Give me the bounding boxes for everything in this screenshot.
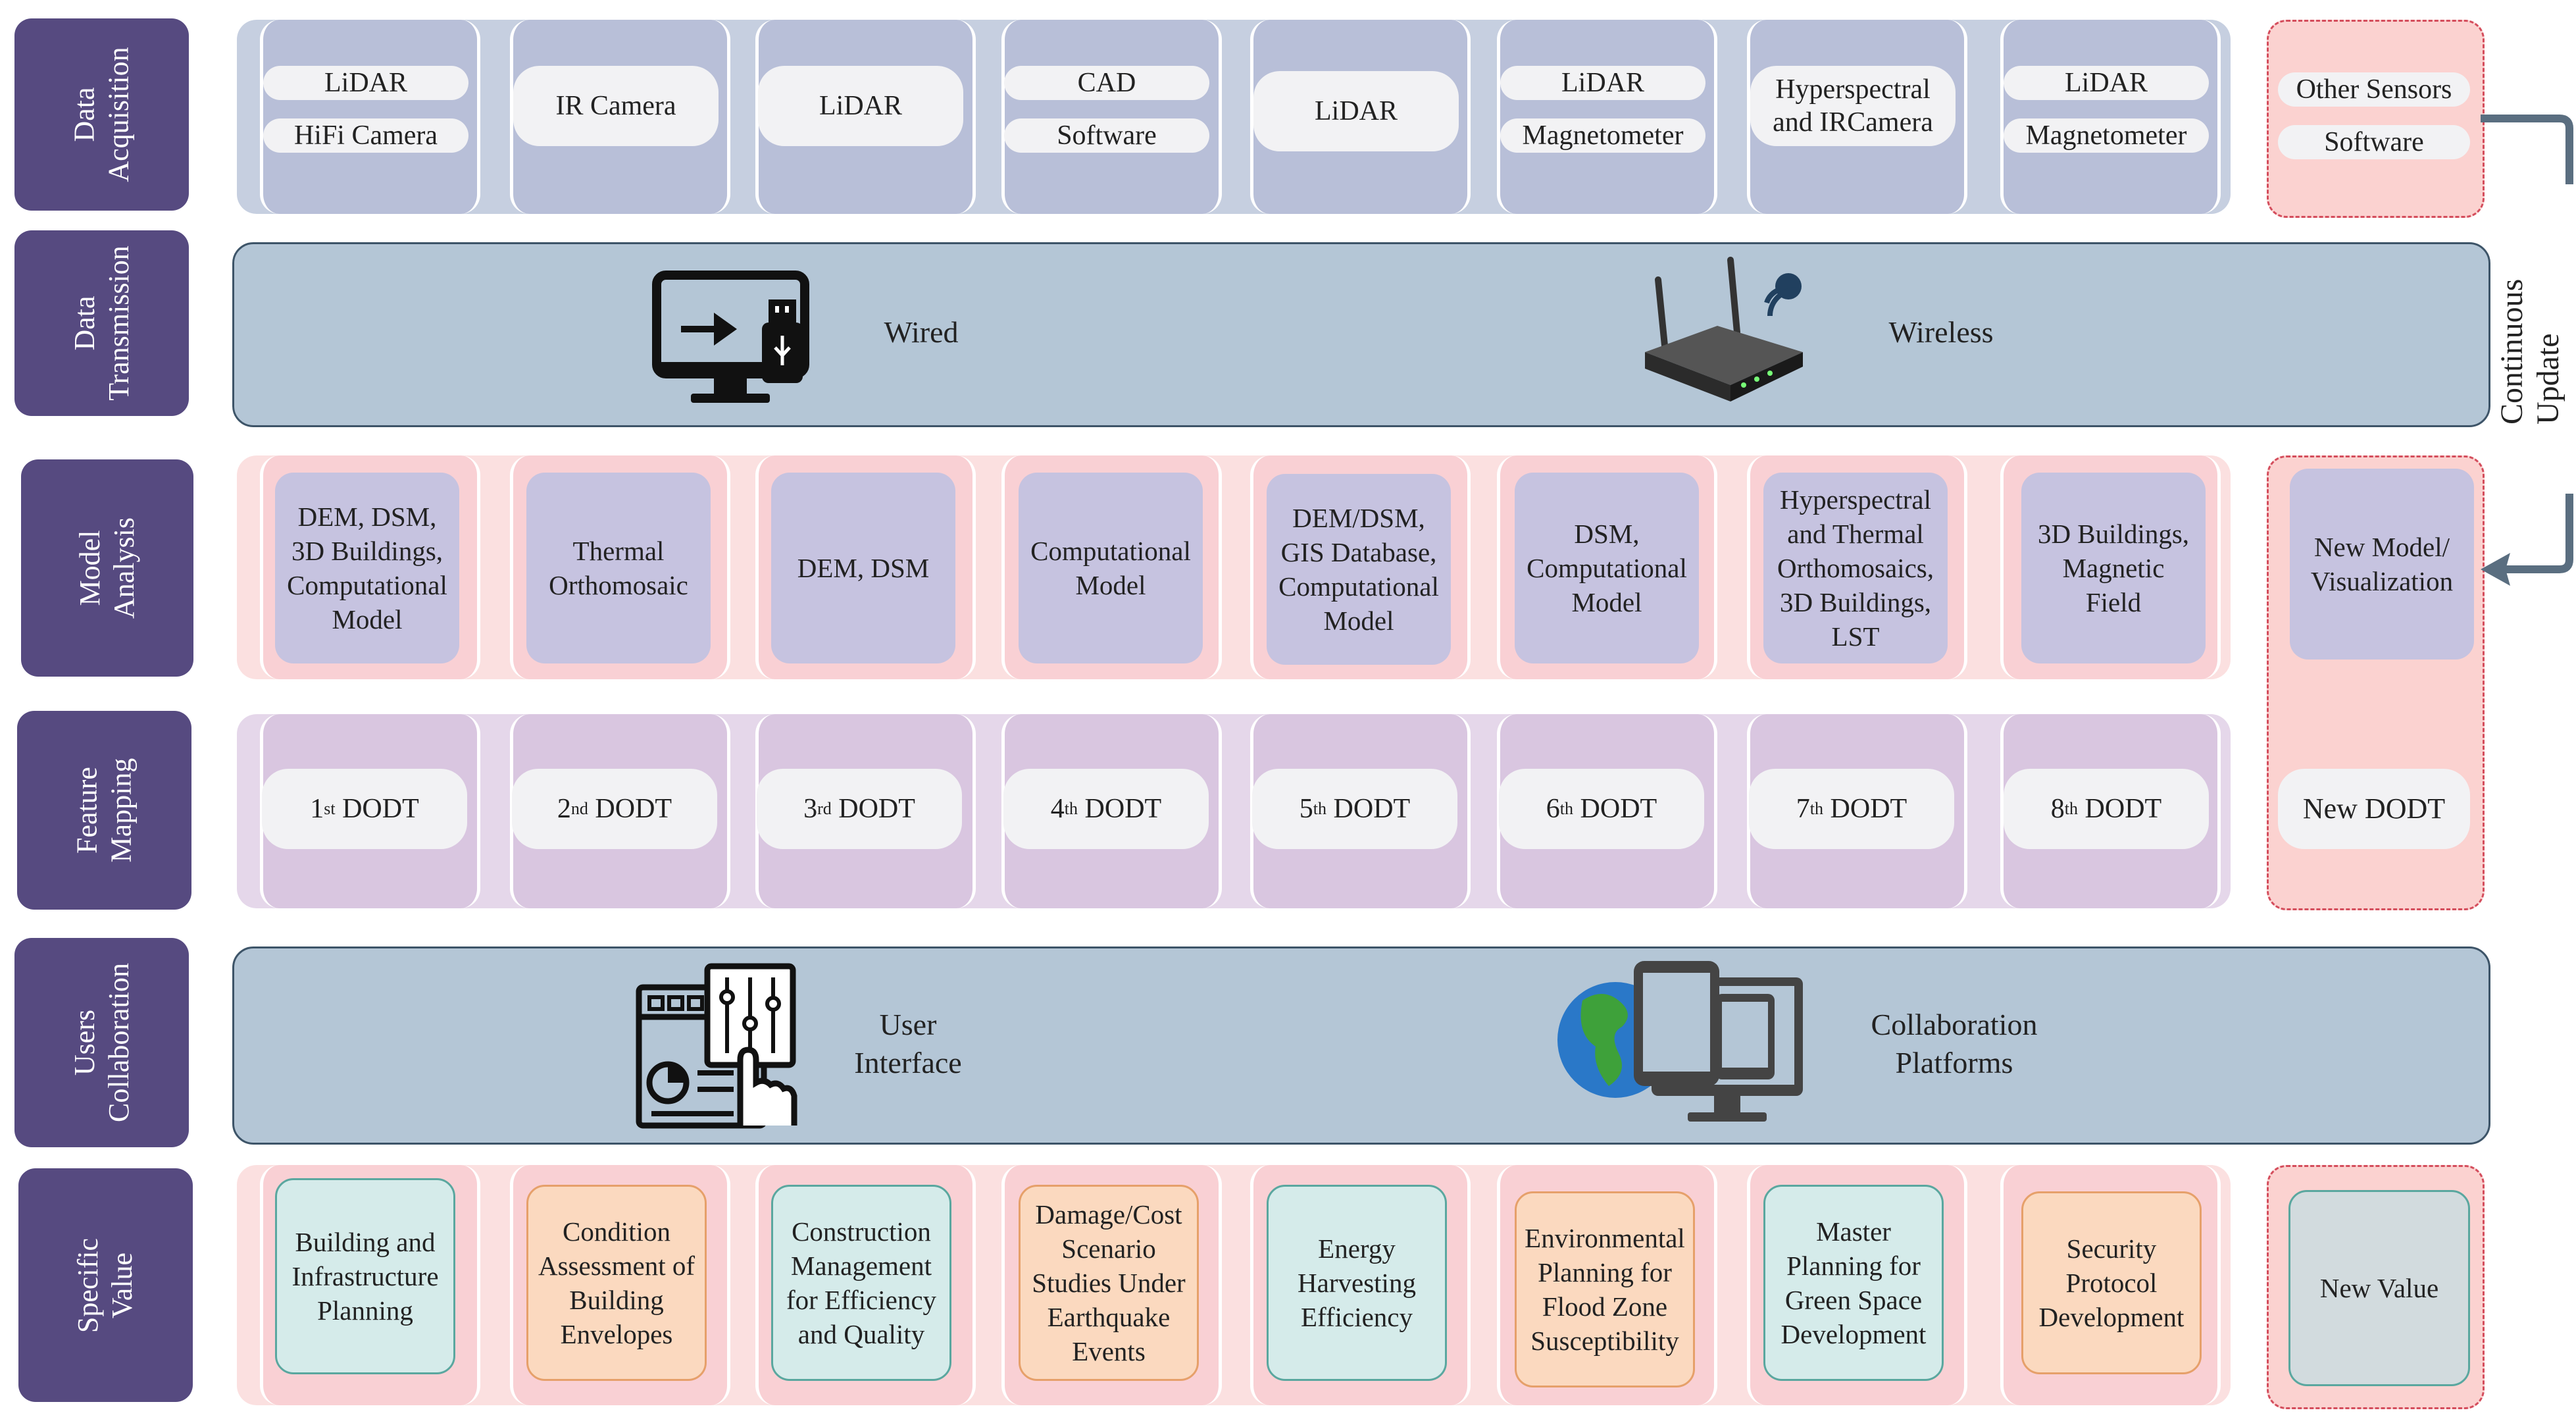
acq-6-top: LiDAR: [1500, 66, 1705, 100]
row-label-feature-mapping: Feature Mapping: [17, 711, 191, 910]
model-8: 3D Buildings, Magnetic Field: [2021, 473, 2206, 663]
acq-3: LiDAR: [758, 66, 963, 146]
value-1: Building and Infrastructure Planning: [275, 1178, 455, 1374]
acq-8-bottom: Magnetometer: [2004, 118, 2209, 153]
row-label-data-transmission: Data Transmission: [14, 230, 189, 416]
acq-1-bottom: HiFi Camera: [263, 118, 468, 153]
collaboration-platforms-icon: [1557, 961, 1803, 1122]
user-interface-icon: [636, 963, 797, 1129]
value-8: Security Protocol Development: [2021, 1191, 2202, 1374]
acq-new-top: Other Sensors: [2278, 72, 2470, 107]
dodt-new: New DODT: [2278, 769, 2470, 849]
collaboration-band: [232, 946, 2490, 1145]
acq-2: IR Camera: [513, 66, 719, 146]
transmission-band: [232, 242, 2490, 427]
model-new: New Model/ Visualization: [2290, 469, 2474, 660]
wired-monitor-icon: [652, 271, 809, 403]
model-2: Thermal Orthomosaic: [526, 473, 711, 663]
continuous-update-arrow: [2481, 115, 2576, 586]
value-6: Environmental Planning for Flood Zone Su…: [1515, 1191, 1695, 1387]
wired-label: Wired: [884, 315, 959, 349]
user-interface-label: User Interface: [854, 1008, 962, 1079]
value-2: Condition Assessment of Building Envelop…: [526, 1185, 707, 1381]
continuous-update-label: Continuous Update: [2494, 240, 2565, 425]
wireless-label: Wireless: [1888, 315, 1994, 349]
acq-7: Hyperspectral and IRCamera: [1750, 66, 1956, 146]
value-new: New Value: [2288, 1190, 2470, 1386]
value-3: Construction Management for Efficiency a…: [771, 1185, 951, 1381]
row-label-users-collaboration: Users Collaboration: [14, 938, 189, 1147]
continuous-update-text: Continuous Update: [2494, 278, 2565, 425]
collaboration-platforms-label: Collaboration Platforms: [1871, 1008, 2038, 1079]
model-5: DEM/DSM, GIS Database, Computational Mod…: [1267, 474, 1451, 665]
new-acquisition-box: [2267, 20, 2485, 218]
value-7: Master Planning for Green Space Developm…: [1763, 1185, 1944, 1381]
wireless-router-icon: [1645, 257, 1803, 402]
model-6: DSM, Computational Model: [1515, 473, 1699, 663]
acq-6-bottom: Magnetometer: [1500, 118, 1705, 153]
model-7: Hyperspectral and Thermal Orthomosaics, …: [1763, 473, 1948, 663]
row-label-specific-value: Specific Value: [18, 1168, 193, 1402]
row-label-data-acquisition: Data Acquisition: [14, 18, 189, 211]
model-4: Computational Model: [1019, 473, 1203, 663]
acq-4-top: CAD: [1004, 66, 1209, 100]
value-5: Energy Harvesting Efficiency: [1267, 1185, 1447, 1381]
row-label-model-analysis: Model Analysis: [21, 459, 193, 677]
acq-4-bottom: Software: [1004, 118, 1209, 153]
value-4: Damage/Cost Scenario Studies Under Earth…: [1019, 1185, 1199, 1381]
model-1: DEM, DSM, 3D Buildings, Computational Mo…: [275, 473, 459, 663]
acq-8-top: LiDAR: [2004, 66, 2209, 100]
model-3: DEM, DSM: [771, 473, 955, 663]
acq-5: LiDAR: [1253, 71, 1459, 151]
acq-1-top: LiDAR: [263, 66, 468, 100]
acq-new-bottom: Software: [2278, 125, 2470, 159]
